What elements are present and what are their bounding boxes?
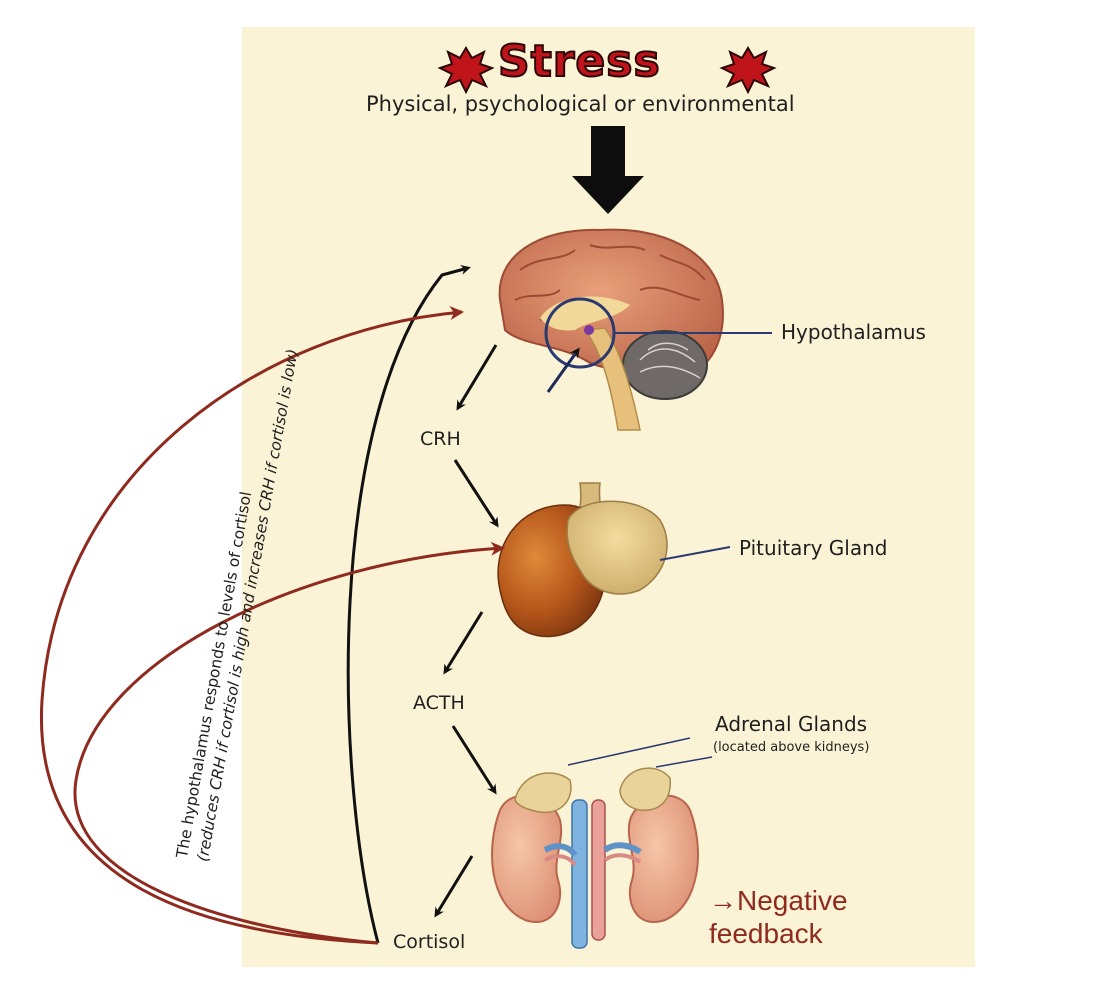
negative-feedback-arrow-to-pituitary [73,541,505,945]
adrenal-label: Adrenal Glands [715,712,868,736]
right-arrow-icon: → [709,885,737,916]
brain-illustration [498,228,724,431]
negative-feedback-word1: Negative [737,885,848,916]
cortisol-label: Cortisol [393,931,466,953]
adrenal-leader-line [567,737,691,766]
arrow-to-acth [443,611,484,675]
arrow-to-cortisol [434,855,474,918]
starburst-icon [719,46,777,95]
arrow-to-crh [456,344,498,411]
pituitary-leader-line [659,546,731,561]
hypothalamus-feedback-curve [346,264,471,944]
hypothalamus-label: Hypothalamus [781,320,926,344]
stress-title: Stress [497,36,661,87]
stress-subtitle: Physical, psychological or environmental [366,92,795,116]
arrow-acth-to-adrenal [451,725,497,795]
pituitary-illustration [497,482,668,638]
crh-label: CRH [420,428,461,450]
starburst-icon [437,46,495,95]
acth-label: ACTH [413,692,465,714]
arrow-crh-to-pituitary [453,459,499,528]
negative-feedback-word2: feedback [709,918,823,949]
adrenal-note: (located above kidneys) [713,740,870,755]
negative-feedback-arrow-to-brain [39,306,464,945]
down-arrow-icon [572,126,644,214]
kidneys-illustration [491,767,699,949]
pituitary-label: Pituitary Gland [739,536,888,560]
adrenal-leader-line [655,756,713,768]
negative-feedback-annotation: →Negative feedback [709,884,848,950]
